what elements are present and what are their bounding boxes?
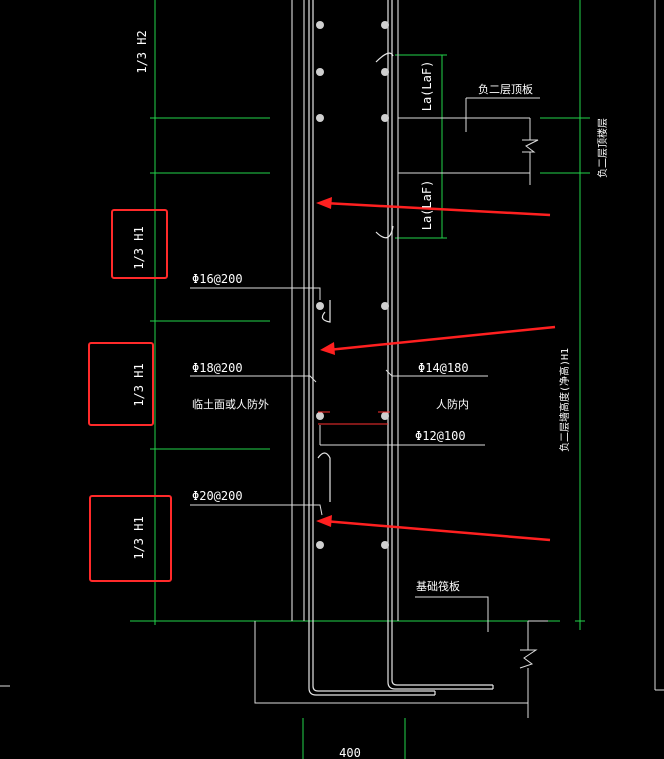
rebar-hooks xyxy=(317,52,394,502)
dim-anchor-a: La(LaF) xyxy=(420,61,434,112)
dim-anchor-b: La(LaF) xyxy=(420,180,434,231)
label-rebar-tie: Φ12@100 xyxy=(415,429,466,443)
dim-top-h2: 1/3 H2 xyxy=(135,30,149,73)
leader-lines xyxy=(190,97,540,632)
highlight-arrows xyxy=(316,197,556,542)
label-side-inner: 人防内 xyxy=(436,397,469,411)
highlight-boxes xyxy=(88,209,172,582)
dim-middle-h1: 1/3 H1 xyxy=(132,363,146,406)
label-rebar-mid-left: Φ18@200 xyxy=(192,361,243,375)
right-dimension-chain xyxy=(540,0,590,630)
label-rebar-bottom: Φ20@200 xyxy=(192,489,243,503)
label-floor-height: 负二层墙高度(净高)H1 xyxy=(558,348,571,452)
dim-upper-h1: 1/3 H1 xyxy=(132,226,146,269)
label-roof-slab: 负二层顶板 xyxy=(478,82,533,96)
tie-bar xyxy=(318,411,485,446)
label-floor-slab: 负二层顶楼层 xyxy=(596,118,609,178)
wall-outline xyxy=(291,0,539,621)
vertical-rebars xyxy=(308,0,494,696)
rebar-dots xyxy=(316,21,389,549)
label-rebar-top: Φ16@200 xyxy=(192,272,243,286)
label-foundation-slab: 基础筏板 xyxy=(416,579,460,593)
label-rebar-mid-right: Φ14@180 xyxy=(418,361,469,375)
dim-bottom-width: 400 xyxy=(339,746,361,759)
label-side-outer: 临土面或人防外 xyxy=(192,397,269,411)
dim-lower-h1: 1/3 H1 xyxy=(132,516,146,559)
foundation-slab xyxy=(254,620,548,718)
right-edge-frame xyxy=(0,0,664,691)
bottom-width-dimension xyxy=(302,718,406,759)
